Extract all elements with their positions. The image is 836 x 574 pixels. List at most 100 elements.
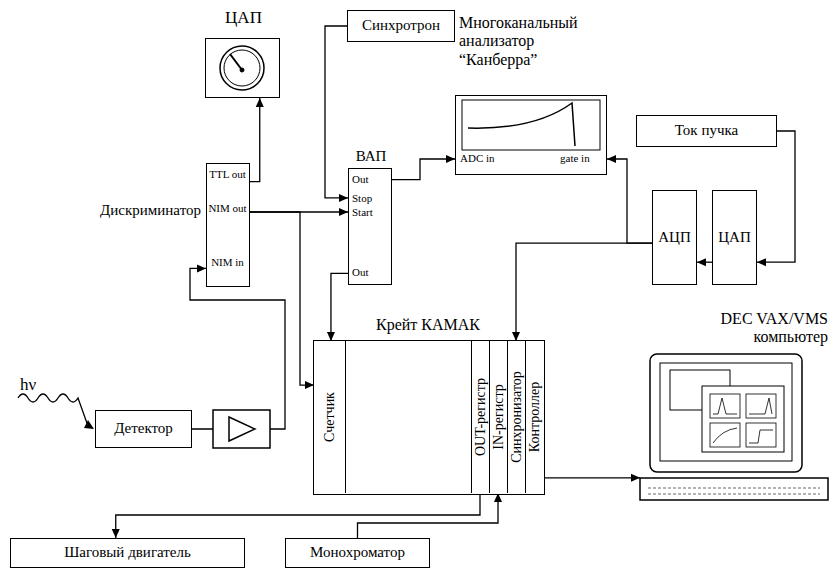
process-box: ЦАП xyxy=(712,190,757,285)
connector xyxy=(697,258,712,266)
amplifier-symbol xyxy=(213,410,270,448)
monitor-case xyxy=(650,354,802,472)
discriminator-box: ДискриминаторTTL outNIM outNIM in xyxy=(206,163,250,287)
analyzer-box: Многоканальный анализатор “Канберра”ADC … xyxy=(455,95,607,175)
keyboard-keys xyxy=(648,488,820,494)
node-label: ЦАП xyxy=(718,229,751,246)
process-box: Детектор xyxy=(95,410,192,448)
node-label: Дискриминатор xyxy=(55,202,201,219)
signal-label: hν xyxy=(20,376,36,395)
window xyxy=(702,386,784,452)
arrow-head xyxy=(112,529,120,538)
node-label: Синхронизатор xyxy=(510,371,524,463)
connector xyxy=(512,243,652,341)
graph xyxy=(710,423,740,447)
node-label: Ток пучка xyxy=(675,122,738,139)
dial-rim xyxy=(220,46,264,90)
node-label: Шаговый двигатель xyxy=(64,544,191,561)
port-label: gate in xyxy=(560,152,590,165)
computer-node: DEC VAX/VMS компьютер xyxy=(640,310,830,505)
node-label: ЦАП xyxy=(206,8,281,28)
connector xyxy=(325,26,348,202)
monitor-screen xyxy=(660,363,792,461)
connector-line xyxy=(392,159,455,180)
node-label: Крейт КАМАК xyxy=(376,316,480,334)
arrow-head xyxy=(339,194,348,202)
process-box: Монохроматор xyxy=(285,538,430,568)
port-label: Stop xyxy=(352,192,372,205)
connector-line xyxy=(250,98,260,182)
photon-wave xyxy=(18,394,88,426)
node-label: IN-регистр xyxy=(492,384,506,449)
connector-line xyxy=(607,159,652,243)
connector-line xyxy=(190,268,285,429)
node-label: Счетчик xyxy=(323,392,337,442)
arrow-head xyxy=(84,420,94,429)
crate-box: Крейт КАМАКСчетчикOUT-регистрIN-регистрС… xyxy=(313,340,545,495)
amplifier-box xyxy=(213,410,270,448)
connector xyxy=(358,493,503,538)
arrow-head xyxy=(256,98,264,107)
graph-trace xyxy=(713,398,773,443)
connector xyxy=(607,155,652,243)
arrow-head xyxy=(697,258,706,266)
process-box: Ток пучка xyxy=(636,115,777,147)
crate-module: IN-регистр xyxy=(489,341,507,493)
connector-line xyxy=(331,273,348,341)
port-label: NIM in xyxy=(208,256,247,269)
crate-module: OUT-регистр xyxy=(471,341,489,493)
node-label: Контроллер xyxy=(528,382,542,452)
crate-module: Контроллер xyxy=(525,341,543,493)
amplifier-triangle xyxy=(229,417,255,441)
process-box: Шаговый двигатель xyxy=(10,538,245,568)
arrow-head xyxy=(339,208,348,216)
connector xyxy=(543,474,640,482)
node-label: ВАП xyxy=(349,148,393,165)
connector xyxy=(392,155,455,180)
screen-frame xyxy=(462,100,600,150)
connector-line xyxy=(516,243,652,341)
node-label: DEC VAX/VMS компьютер xyxy=(680,310,828,347)
arrow-head xyxy=(446,155,455,163)
connector xyxy=(757,131,795,266)
dial-face xyxy=(224,50,260,86)
connector-line xyxy=(543,477,640,478)
port-label: ADC in xyxy=(460,152,495,165)
node-label: Синхротрон xyxy=(362,17,440,34)
node-label: АЦП xyxy=(658,229,691,246)
dac-box: ЦАП xyxy=(205,38,280,98)
arrow-head xyxy=(607,155,616,163)
photon-arrow xyxy=(18,394,94,429)
port-label: Start xyxy=(352,206,373,219)
connector-line xyxy=(116,493,480,538)
process-box: АЦП xyxy=(652,190,697,285)
crate-module: Синхронизатор xyxy=(507,341,525,493)
connector-line xyxy=(325,26,348,198)
dial-needle xyxy=(230,54,242,70)
connector xyxy=(112,493,480,538)
node-label: Монохроматор xyxy=(310,544,405,561)
node-label: Многоканальный анализатор “Канберра” xyxy=(459,14,604,69)
process-box: Синхротрон xyxy=(347,10,455,42)
node-label: Детектор xyxy=(114,420,173,437)
dial-symbol xyxy=(220,46,264,90)
tac-box: ВАПOutStopStartOut xyxy=(348,168,392,285)
keyboard xyxy=(640,478,828,500)
connector xyxy=(250,98,264,182)
computer-picture xyxy=(640,354,828,500)
arrow-head xyxy=(631,474,640,482)
connector xyxy=(190,264,285,429)
connector-line xyxy=(250,212,314,385)
connector-line xyxy=(757,131,795,262)
dial-pivot xyxy=(240,68,244,72)
port-label: NIM out xyxy=(208,202,247,215)
connector xyxy=(327,273,348,341)
crate-module: Счетчик xyxy=(314,341,346,493)
connector-line xyxy=(358,493,499,538)
arrow-head xyxy=(757,258,766,266)
port-label: Out xyxy=(352,173,369,186)
spectrum-curve xyxy=(468,103,575,146)
node-label: OUT-регистр xyxy=(474,378,488,456)
port-label: Out xyxy=(352,266,369,279)
